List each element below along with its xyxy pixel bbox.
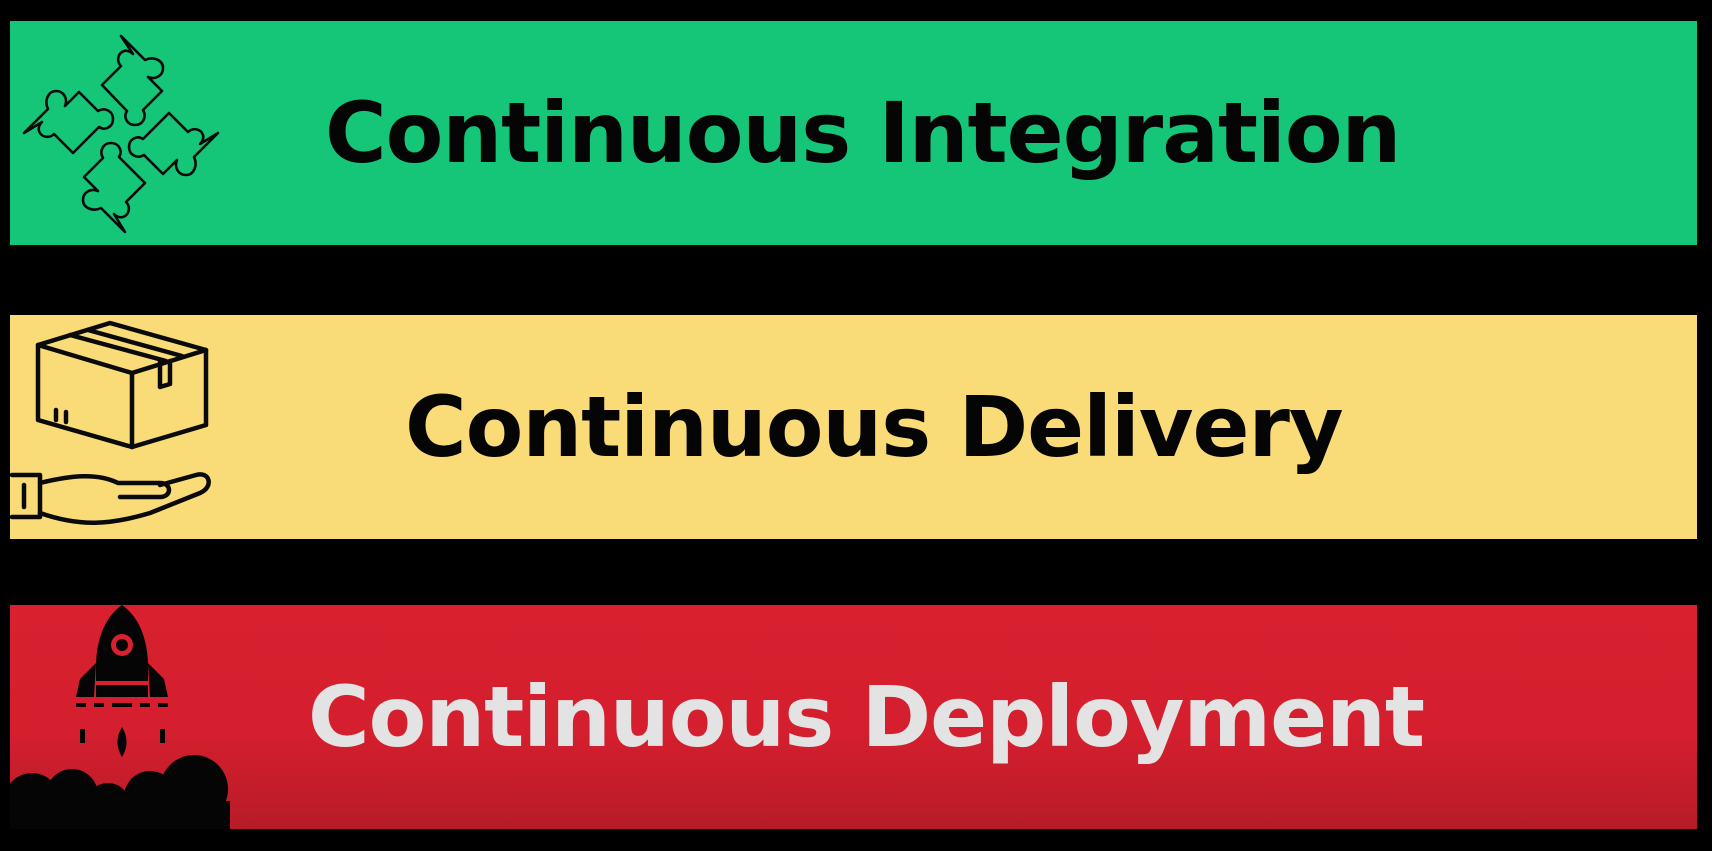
continuous-integration-band: Continuous Integration: [10, 21, 1697, 245]
puzzle-icon: [22, 34, 220, 234]
continuous-delivery-band: Continuous Delivery: [10, 315, 1697, 539]
rocket-icon: [10, 605, 230, 829]
band-label: Continuous Delivery: [405, 378, 1344, 476]
band-label: Continuous Deployment: [308, 668, 1425, 766]
band-label: Continuous Integration: [325, 84, 1401, 182]
box-in-hand-icon: [10, 320, 211, 525]
continuous-deployment-band: Continuous Deployment: [10, 605, 1697, 829]
